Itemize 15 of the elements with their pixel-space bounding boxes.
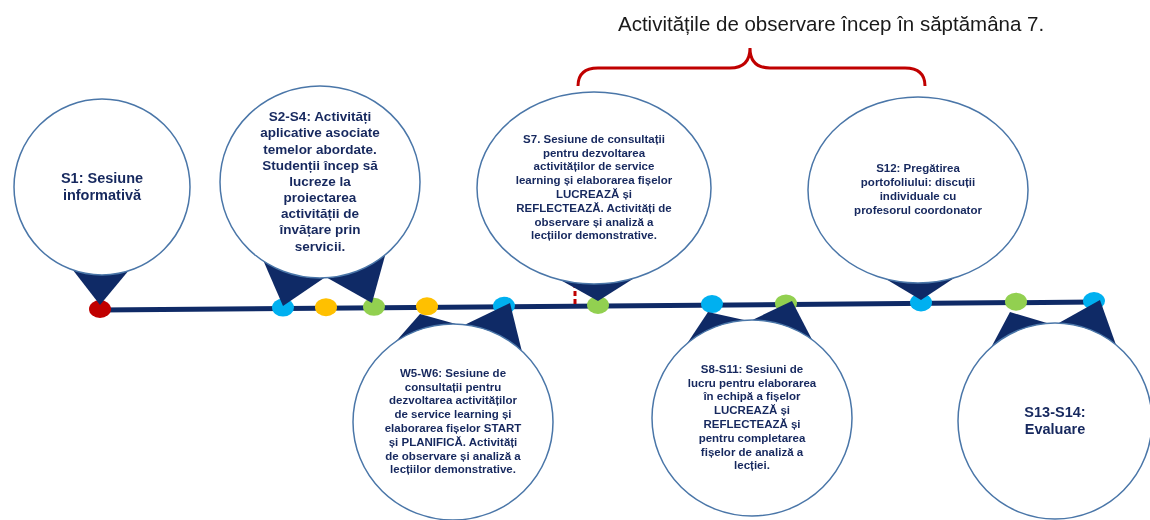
bubble-text: S1: Sesiune informativă [59,169,145,205]
bubble-text: S7. Sesiune de consultații pentru dezvoltarea activităților de service learning și elaborarea fișelor LUCREAZĂ și REFLECTEAZĂ. Activități de observare și analiză a lecțiilor demonstrative. [514,132,674,244]
speech-bubble [957,299,1150,520]
speech-bubble [476,91,712,302]
bubble-text: W5-W6: Sesiune de consultații pentru dezvoltarea activităților de service learning și elaborarea fișelor START și PLANIFICĂ. Activități de observare și analiză a lecțiilor demonstrative. [383,366,523,478]
bubble-text: S8-S11: Sesiuni de lucru pentru elaborarea în echipă a fișelor LUCREAZĂ și REFLECTEAZĂ și pentru completarea fișelor de analiză a lecției. [687,362,817,474]
bubble-text: S13-S14: Evaluare [1023,403,1087,439]
bubble-text: S12: Pregătirea portofoliului: discuții individuale cu profesorul coordonator [854,162,982,218]
speech-bubble [13,98,191,306]
speech-bubble [807,96,1029,301]
note-text: Activitățile de observare încep în săptămâna 7. [618,12,1045,36]
bubble-text: S2-S4: Activități aplicative asociate temelor abordate. Studenții încep să lucreze la proiectarea activității de învățare prin servicii. [259,109,381,255]
speech-bubble [219,85,421,307]
speech-bubble [352,302,554,520]
speech-bubble [651,300,853,517]
